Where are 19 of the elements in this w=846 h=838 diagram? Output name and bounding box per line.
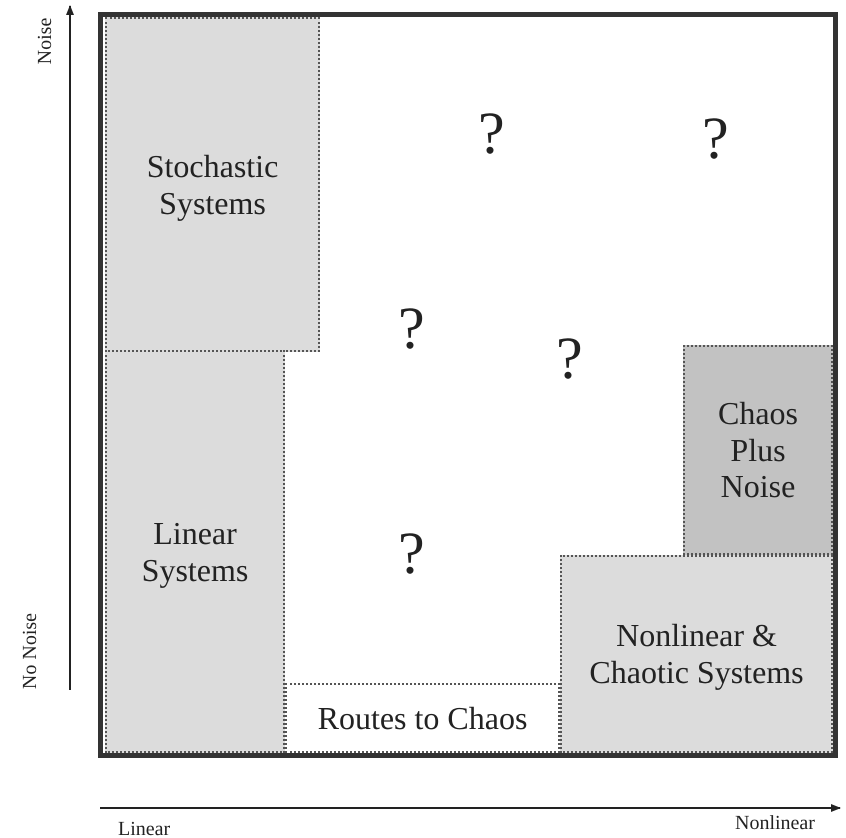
region-label: Linear Systems — [140, 514, 250, 588]
region-box — [683, 345, 833, 555]
question-mark: ? — [398, 295, 425, 361]
region-box — [105, 17, 320, 352]
question-mark: ? — [702, 105, 729, 171]
question-mark: ? — [478, 100, 505, 166]
axis-label: Nonlinear — [735, 812, 815, 834]
region-box — [105, 350, 285, 753]
question-mark: ? — [556, 325, 583, 391]
axis-label: Noise — [34, 16, 56, 66]
region-label: Chaos Plus Noise — [718, 394, 798, 506]
axis-label: No Noise — [19, 612, 41, 692]
question-mark: ? — [398, 520, 425, 586]
axis-label: Linear — [118, 818, 170, 838]
region-box — [560, 555, 833, 753]
region-label: Nonlinear & Chaotic Systems — [588, 617, 805, 691]
region-label: Routes to Chaos — [318, 700, 528, 736]
region-label: Stochastic Systems — [146, 148, 280, 222]
region-box — [285, 683, 560, 753]
